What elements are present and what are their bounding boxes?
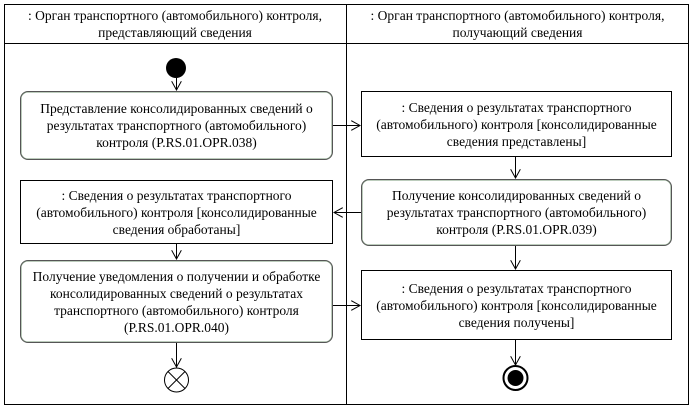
lane-header-receiver: : Орган транспортного (автомобильного) к…: [370, 7, 665, 40]
action-040: Получение уведомления о получении и обра…: [20, 260, 333, 343]
lane-header-sender: : Орган транспортного (автомобильного) к…: [28, 7, 322, 40]
object-presented: : Сведения о результатах транспортного (…: [361, 91, 672, 157]
initial-node: [166, 58, 186, 78]
object-received: : Сведения о результатах транспортного (…: [361, 270, 672, 340]
activity-final-icon: [502, 365, 529, 391]
object-processed: : Сведения о результатах транспортного (…: [20, 180, 333, 244]
flow-final-icon: [164, 367, 189, 393]
action-038: Представление консолидированных сведений…: [20, 91, 333, 160]
action-039: Получение консолидированных сведений о р…: [361, 179, 672, 246]
